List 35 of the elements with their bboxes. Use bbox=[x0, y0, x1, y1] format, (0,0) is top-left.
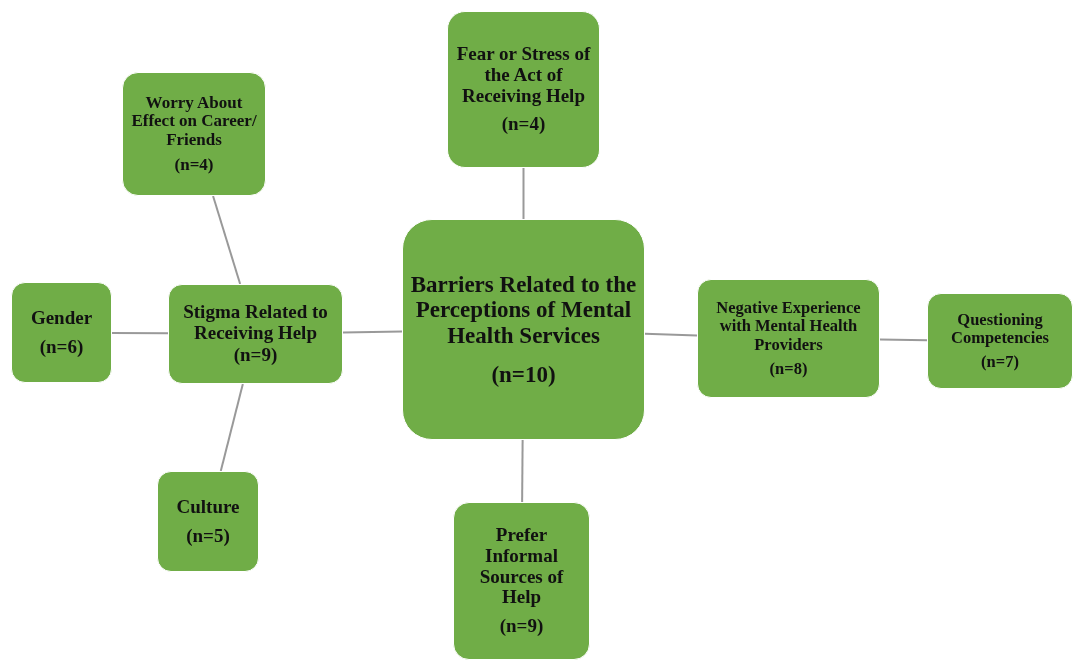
topic-label: Gender bbox=[30, 307, 93, 329]
subtopic-box bbox=[697, 279, 880, 398]
count-label: (n=9) bbox=[499, 616, 544, 638]
subtopic-box bbox=[122, 72, 266, 196]
subtopic-box bbox=[11, 282, 112, 383]
connector-line bbox=[219, 383, 244, 472]
count-label: (n=5) bbox=[186, 525, 230, 547]
count-label: (n=10) bbox=[491, 361, 556, 388]
count-label: (n=6) bbox=[39, 336, 84, 358]
topic-label: Barriers Related to the Perceptions of Mental Health Services bbox=[409, 271, 638, 348]
subtopic-box bbox=[927, 293, 1073, 389]
count-label: (n=7) bbox=[981, 353, 1019, 372]
topic-label: Culture bbox=[176, 496, 240, 518]
connector-line bbox=[644, 332, 698, 337]
topic-label: Fear or Stress of the Act of Receiving Help bbox=[455, 43, 592, 107]
topic-label: Questioning Competencies bbox=[949, 310, 1051, 348]
subtopic-box bbox=[168, 284, 343, 384]
connector-line bbox=[111, 331, 169, 335]
connector-line bbox=[521, 439, 524, 503]
central-topic-box bbox=[402, 219, 645, 440]
connector-line bbox=[522, 167, 525, 220]
topic-label: Stigma Related to Receiving Help bbox=[182, 301, 329, 344]
topic-label: Prefer Informal Sources of Help bbox=[478, 524, 565, 609]
count-label: (n=9) bbox=[233, 345, 278, 367]
topic-label: Worry About Effect on Career/ Friends bbox=[130, 93, 258, 150]
count-label: (n=8) bbox=[769, 359, 808, 378]
count-label: (n=4) bbox=[501, 114, 546, 136]
connector-line bbox=[879, 338, 928, 342]
subtopic-box bbox=[157, 471, 259, 572]
connector-line bbox=[342, 330, 403, 334]
connector-line bbox=[212, 195, 242, 285]
count-label: (n=4) bbox=[174, 155, 214, 175]
subtopic-box bbox=[453, 502, 590, 660]
topic-label: Negative Experience with Mental Health Providers bbox=[715, 299, 862, 354]
subtopic-box bbox=[447, 11, 600, 168]
